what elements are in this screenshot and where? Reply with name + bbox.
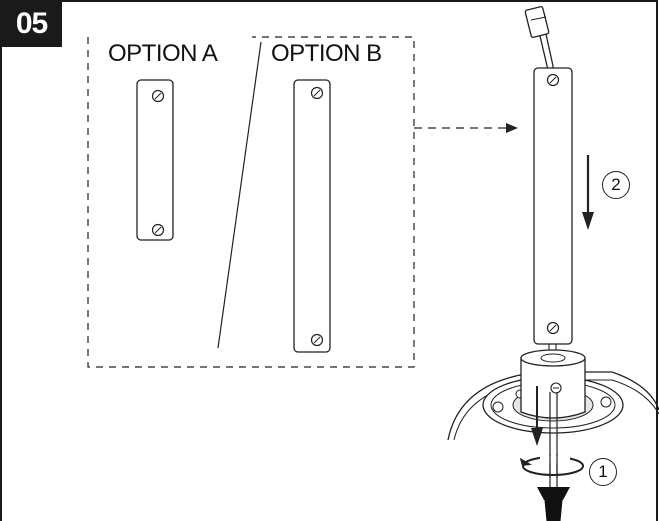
downrod-collar: [520, 349, 586, 419]
step-2-marker: 2: [602, 171, 630, 199]
option-divider: [217, 41, 262, 349]
dashed-arrow: [414, 123, 518, 133]
option-dashed-box: [87, 36, 415, 368]
downrod-installed: [533, 67, 573, 358]
option-b-label: OPTION B: [271, 40, 382, 67]
rotation-arrow: [519, 454, 584, 478]
option-a-label: OPTION A: [108, 40, 218, 67]
step-number-badge: 05: [1, 1, 62, 47]
downrod-short: [136, 79, 174, 241]
wire-connector: [524, 6, 554, 76]
downrod-long: [293, 79, 331, 353]
collar-down-arrow: [531, 386, 543, 446]
step-1-marker: 1: [589, 458, 617, 486]
down-arrow-step-2: [582, 155, 594, 230]
